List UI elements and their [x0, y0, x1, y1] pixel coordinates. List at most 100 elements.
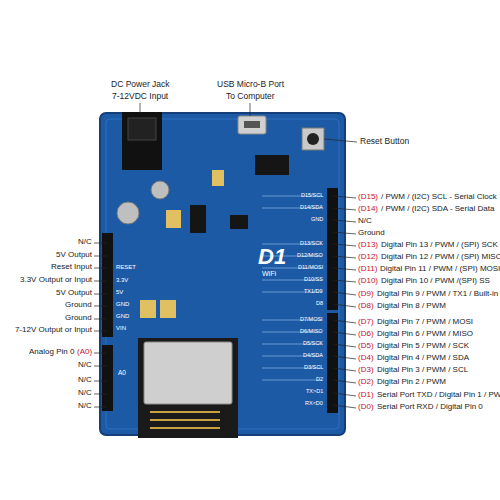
pin-function: Digital Pin 7 / PWM / MOSI	[377, 318, 473, 326]
silkscreen-text: TX>D1	[306, 389, 323, 395]
pin-name: (D0)	[358, 403, 374, 411]
pin-name: (D6)	[358, 330, 374, 338]
pin-name: (D11)	[358, 265, 377, 273]
pin-function: N/C	[78, 402, 92, 410]
pin-name: (D8)	[358, 302, 374, 310]
silkscreen-text: D2	[316, 377, 323, 383]
pin-function: Ground	[358, 229, 385, 237]
silkscreen-text: D8	[316, 301, 323, 307]
pin-function: N/C	[78, 376, 92, 384]
pin-function: Digital Pin 4 / PWM / SDA	[377, 354, 469, 362]
pin-name: (D7)	[358, 318, 374, 326]
silkscreen-text: D7/MOSI	[300, 317, 323, 323]
silkscreen-text: GND	[116, 313, 129, 319]
silkscreen-text: RESET	[116, 264, 136, 270]
silkscreen-text: D15/SCL	[301, 193, 323, 199]
pin-name: (D14)	[358, 205, 378, 213]
capacitor	[160, 300, 176, 318]
pin-name: (A0)	[77, 348, 92, 356]
part-name: USB Micro-B Port	[217, 80, 284, 89]
silkscreen-text: A0	[118, 370, 126, 377]
silkscreen-lines	[262, 196, 322, 380]
pin-header	[327, 313, 338, 413]
antenna-trace	[150, 412, 220, 428]
dc-jack	[122, 112, 162, 170]
pin-function: Analog Pin 0	[29, 348, 74, 356]
pin-function: / PWM / (I2C) SDA - Serial Data	[381, 205, 494, 213]
small-chip	[230, 215, 248, 229]
reset-button-cap	[307, 133, 319, 145]
silkscreen-text: D5/SCK	[303, 341, 323, 347]
pin-function: Digital Pin 6 / PWM / MISO	[377, 330, 473, 338]
pin-name: (D15)	[358, 193, 378, 201]
silkscreen-text: D14/SDA	[300, 205, 323, 211]
leader-lines	[94, 103, 357, 408]
pin-function: Digital Pin 13 / PWM / (SPI) SCK	[381, 241, 498, 249]
pin-function: Ground	[65, 301, 92, 309]
pin-function: N/C	[358, 217, 372, 225]
pin-name: (D2)	[358, 378, 374, 386]
usb-port	[238, 116, 266, 134]
pin-header	[102, 345, 113, 411]
silkscreen-text: D11/MOSI	[298, 265, 323, 271]
pin-name: (D1)	[358, 391, 374, 399]
pin-function: Digital Pin 2 / PWM	[377, 378, 446, 386]
silkscreen-text: D3/SCL	[304, 365, 323, 371]
pin-function: N/C	[78, 361, 92, 369]
pin-function: 5V Output	[56, 251, 92, 259]
capacitor	[117, 202, 139, 224]
pin-function: 7-12V Output or Input	[15, 326, 92, 334]
pin-function: Digital Pin 5 / PWM / SCK	[377, 342, 469, 350]
board-logo: WiFi	[262, 270, 276, 277]
pin-header	[327, 188, 338, 310]
pin-function: Serial Port RXD / Digital Pin 0	[377, 403, 483, 411]
pin-name: (D5)	[358, 342, 374, 350]
silkscreen-text: 3.3V	[116, 277, 128, 283]
pin-function: Digital Pin 10 / PWM /(SPI) SS	[381, 277, 490, 285]
pin-name: (D12)	[358, 253, 378, 261]
board-logo: D1	[258, 246, 286, 268]
capacitor	[212, 170, 224, 186]
part-name: Reset Button	[360, 137, 409, 146]
silkscreen-text: RX<D0	[305, 401, 323, 407]
pin-function: / PWM / (I2C) SCL - Serial Clock	[381, 193, 497, 201]
usb-chip	[255, 155, 289, 175]
part-name: To Computer	[226, 92, 275, 101]
pin-function: N/C	[78, 389, 92, 397]
pin-function: Reset Input	[51, 263, 92, 271]
pin-name: (D13)	[358, 241, 378, 249]
dc-jack-face	[128, 118, 156, 140]
pin-function: 3.3V Output or Input	[20, 276, 92, 284]
silkscreen-text: GND	[311, 217, 323, 223]
silkscreen-text: GND	[116, 301, 129, 307]
regulator-chip	[190, 205, 206, 233]
silkscreen-text: D4/SDA	[303, 353, 323, 359]
capacitor	[151, 181, 169, 199]
usb-slot	[244, 121, 260, 128]
silkscreen-text: VIN	[116, 325, 126, 331]
esp-shield	[144, 342, 232, 404]
pin-name: (D3)	[358, 366, 374, 374]
silkscreen-text: D10/SS	[304, 277, 323, 283]
pin-function: Serial Port TXD / Digital Pin 1 / PWM	[377, 391, 500, 399]
pin-header	[102, 233, 113, 337]
capacitor	[140, 300, 156, 318]
reset-button	[302, 128, 324, 150]
esp-module	[138, 338, 238, 438]
pin-function: Digital Pin 9 / PWM / TX1 / Built-in LED	[377, 290, 500, 298]
pin-function: Digital Pin 11 / PWM / (SPI) MOSI	[380, 265, 500, 273]
pin-name: (D9)	[358, 290, 374, 298]
capacitor	[166, 210, 181, 228]
pin-function: Ground	[65, 314, 92, 322]
part-name: DC Power Jack	[111, 80, 170, 89]
pcb	[100, 113, 345, 435]
part-name: 7-12VDC Input	[112, 92, 168, 101]
pin-name: (D10)	[358, 277, 378, 285]
pin-function: Digital Pin 8 / PWM	[377, 302, 446, 310]
silkscreen-text: 5V	[116, 289, 123, 295]
pin-function: Digital Pin 3 / PWM / SCL	[377, 366, 468, 374]
silkscreen-text: TX1/D9	[304, 289, 323, 295]
silkscreen-text: D6/MISO	[300, 329, 323, 335]
